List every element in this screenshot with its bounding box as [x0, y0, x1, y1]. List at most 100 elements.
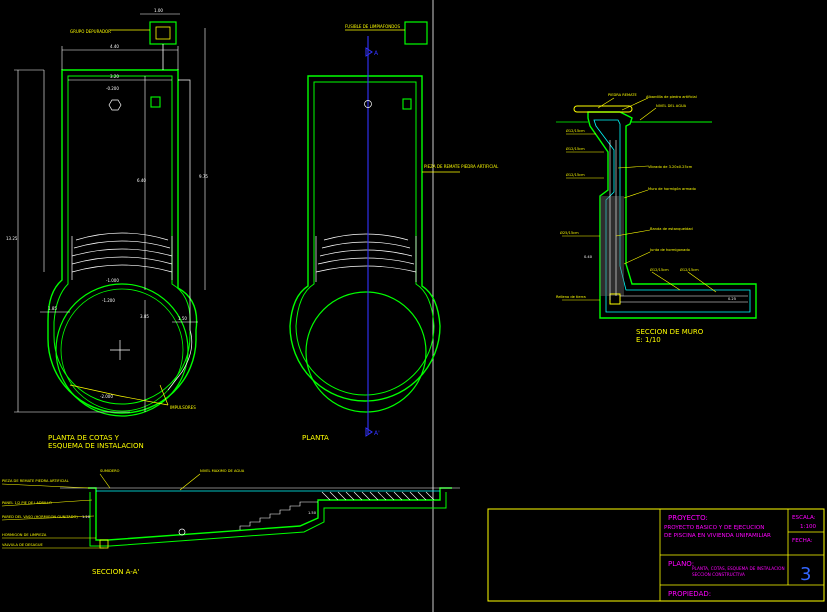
label-arm4: Ø12/15cm [650, 267, 669, 272]
label-impulsores: IMPULSORES [170, 405, 196, 410]
dim-side-long: 6.40 [137, 178, 146, 183]
stairs-plan-cotas [71, 232, 173, 280]
label-muro-vaso: PARED DEL VASO (HORMIGON GUNITADO) [2, 515, 78, 519]
filter-box-inner [155, 26, 171, 40]
label-valvula: VALVULA DE DESAGUE [2, 543, 43, 547]
title-block: PROYECTO: PROYECTO BASICO Y DE EJECUCION… [487, 508, 825, 602]
stairs-plan [315, 233, 417, 282]
section-aa-title: SECCION A-A' [92, 568, 139, 576]
drain-hexagon [108, 99, 122, 111]
dim-wall-right: 0.25 [728, 297, 736, 301]
wall-section-outline [587, 111, 757, 319]
label-limpiafondos: FUSIBLE DE LIMPIAFONDOS [345, 24, 400, 29]
label-nivel-agua: NIVEL DEL AGUA [656, 104, 687, 108]
filter-box [149, 21, 177, 45]
return-pipe [167, 79, 193, 391]
section-mark-a: A [374, 50, 379, 57]
pool-outer-outline [47, 69, 198, 414]
dim-top-width: 4.40 [110, 44, 119, 49]
section-aa-leaders [1, 473, 201, 549]
section-aa-outline [88, 487, 452, 541]
wall-section-title-line1: SECCION DE MURO [636, 328, 704, 336]
section-aa-stairs [239, 491, 435, 530]
concrete-fill [600, 196, 624, 296]
plan-view: FUSIBLE DE LIMPIAFONDOS PIEZA DE REMATE … [289, 21, 499, 442]
label-panel: PANEL 1/2 PIE DE LADRILLO [2, 501, 52, 505]
dim-total-height: 13.25 [6, 236, 18, 241]
plan-pool-outer [289, 75, 441, 402]
section-arrow-a2 [365, 427, 373, 437]
pool-circle-basin [55, 283, 189, 417]
label-nivel-maximo: NIVEL MAXIMO DE AGUA [200, 469, 245, 473]
level-mid: -1.000 [106, 278, 119, 283]
label-pieza: PIEZA DE REMATE PIEDRA ARTIFICIAL [2, 479, 69, 483]
dim-wall-side: 0.40 [584, 255, 593, 259]
section-aa-drain [178, 528, 186, 536]
dim-section-h1: 1.20 [82, 515, 91, 519]
escala-value: 1:100 [800, 524, 817, 530]
plano-line1: PLANTA, COTAS, ESQUEMA DE INSTALACION [692, 566, 785, 571]
section-mark-a2: A' [374, 430, 380, 437]
sheet-number: 3 [800, 564, 811, 585]
section-arrow-a [365, 47, 373, 57]
wall-section-view: PIEDRA REMATE Albardilla de piedra artif… [556, 93, 757, 344]
label-remate: PIEDRA REMATE [608, 93, 637, 97]
label-sumidero: SUMIDERO [100, 469, 120, 473]
label-arm-left: Ø25/15cm [560, 230, 579, 235]
plano-line2: SECCION CONSTRUCTIVA [692, 572, 745, 577]
dim-section-h2: 1.50 [308, 511, 317, 515]
dim-inner-width: 3.20 [110, 74, 119, 79]
pool-circle-inner [60, 288, 184, 412]
level-top: -0.200 [106, 86, 119, 91]
wall-section-inner [593, 119, 751, 313]
dim-circle: 3.85 [140, 314, 149, 319]
label-borde: PIEZA DE REMATE PIEDRA ARTIFICIAL [424, 164, 499, 169]
label-relleno: Relleno de tierra [556, 295, 586, 299]
plan-cotas-title-line2: ESQUEMA DE INSTALACION [48, 442, 144, 450]
plan-leaders [345, 29, 460, 173]
label-depuradora: GRUPO DEPURADOR [70, 29, 111, 34]
proyecto-label: PROYECTO: [668, 514, 708, 522]
plan-cotas-view: 1.00 4.40 3.20 -0.200 6.40 13.25 9.75 -1… [6, 8, 208, 450]
label-arm2: Ø12/15cm [566, 146, 585, 151]
plan-title: PLANTA [302, 434, 329, 442]
plan-pool-inner [295, 81, 435, 396]
proyecto-line1: PROYECTO BASICO Y DE EJECUCION [664, 525, 764, 531]
label-hormigon-limpieza: HORMIGON DE LIMPIEZA [2, 533, 47, 537]
level-bottom: -2.000 [100, 394, 113, 399]
coping-stone [573, 105, 633, 113]
plano-label: PLANO: [668, 560, 694, 568]
label-arm3: Ø12/15cm [566, 172, 585, 177]
skimmer-box [150, 96, 161, 108]
label-albardilla: Albardilla de piedra artificial [646, 95, 697, 99]
dim-lines [14, 13, 206, 413]
propiedad-label: PROPIEDAD: [668, 590, 711, 598]
wall-section-title-line2: E: 1/10 [636, 336, 661, 344]
plan-cotas-title-line1: PLANTA DE COTAS Y [48, 434, 120, 442]
plan-filter-box [404, 21, 428, 45]
section-aa-valve [99, 539, 109, 549]
drain-symbol [364, 100, 372, 108]
center-cross [110, 340, 130, 360]
section-aa-view: PIEZA DE REMATE PIEDRA ARTIFICIAL PANEL … [1, 469, 460, 576]
pool-inner-outline [53, 75, 191, 405]
rebar-lines [609, 140, 748, 303]
label-arm1: Ø12/15cm [566, 128, 585, 133]
label-junta: Junta de hormigonado [649, 248, 690, 252]
level-circle: -1.200 [102, 298, 115, 303]
escala-label: ESCALA: [792, 515, 816, 521]
dim-right-small: 1.50 [178, 316, 187, 321]
proyecto-line2: DE PISCINA EN VIVIENDA UNIFAMILIAR [664, 533, 771, 539]
label-hormigon: Muro de hormigón armado [648, 187, 696, 191]
dim-left-small: 1.85 [48, 306, 57, 311]
dim-top-small: 1.00 [154, 8, 163, 13]
label-banda: Banda de estanqueidad [650, 227, 693, 231]
fecha-label: FECHA: [792, 538, 813, 544]
wall-leaders [562, 97, 717, 301]
plan-circle-basin [305, 291, 427, 413]
label-arm5: Ø12/15cm [680, 267, 699, 272]
dim-right-long: 9.75 [199, 174, 208, 179]
section-aa-outer [89, 492, 447, 547]
leader-lines [69, 29, 169, 406]
